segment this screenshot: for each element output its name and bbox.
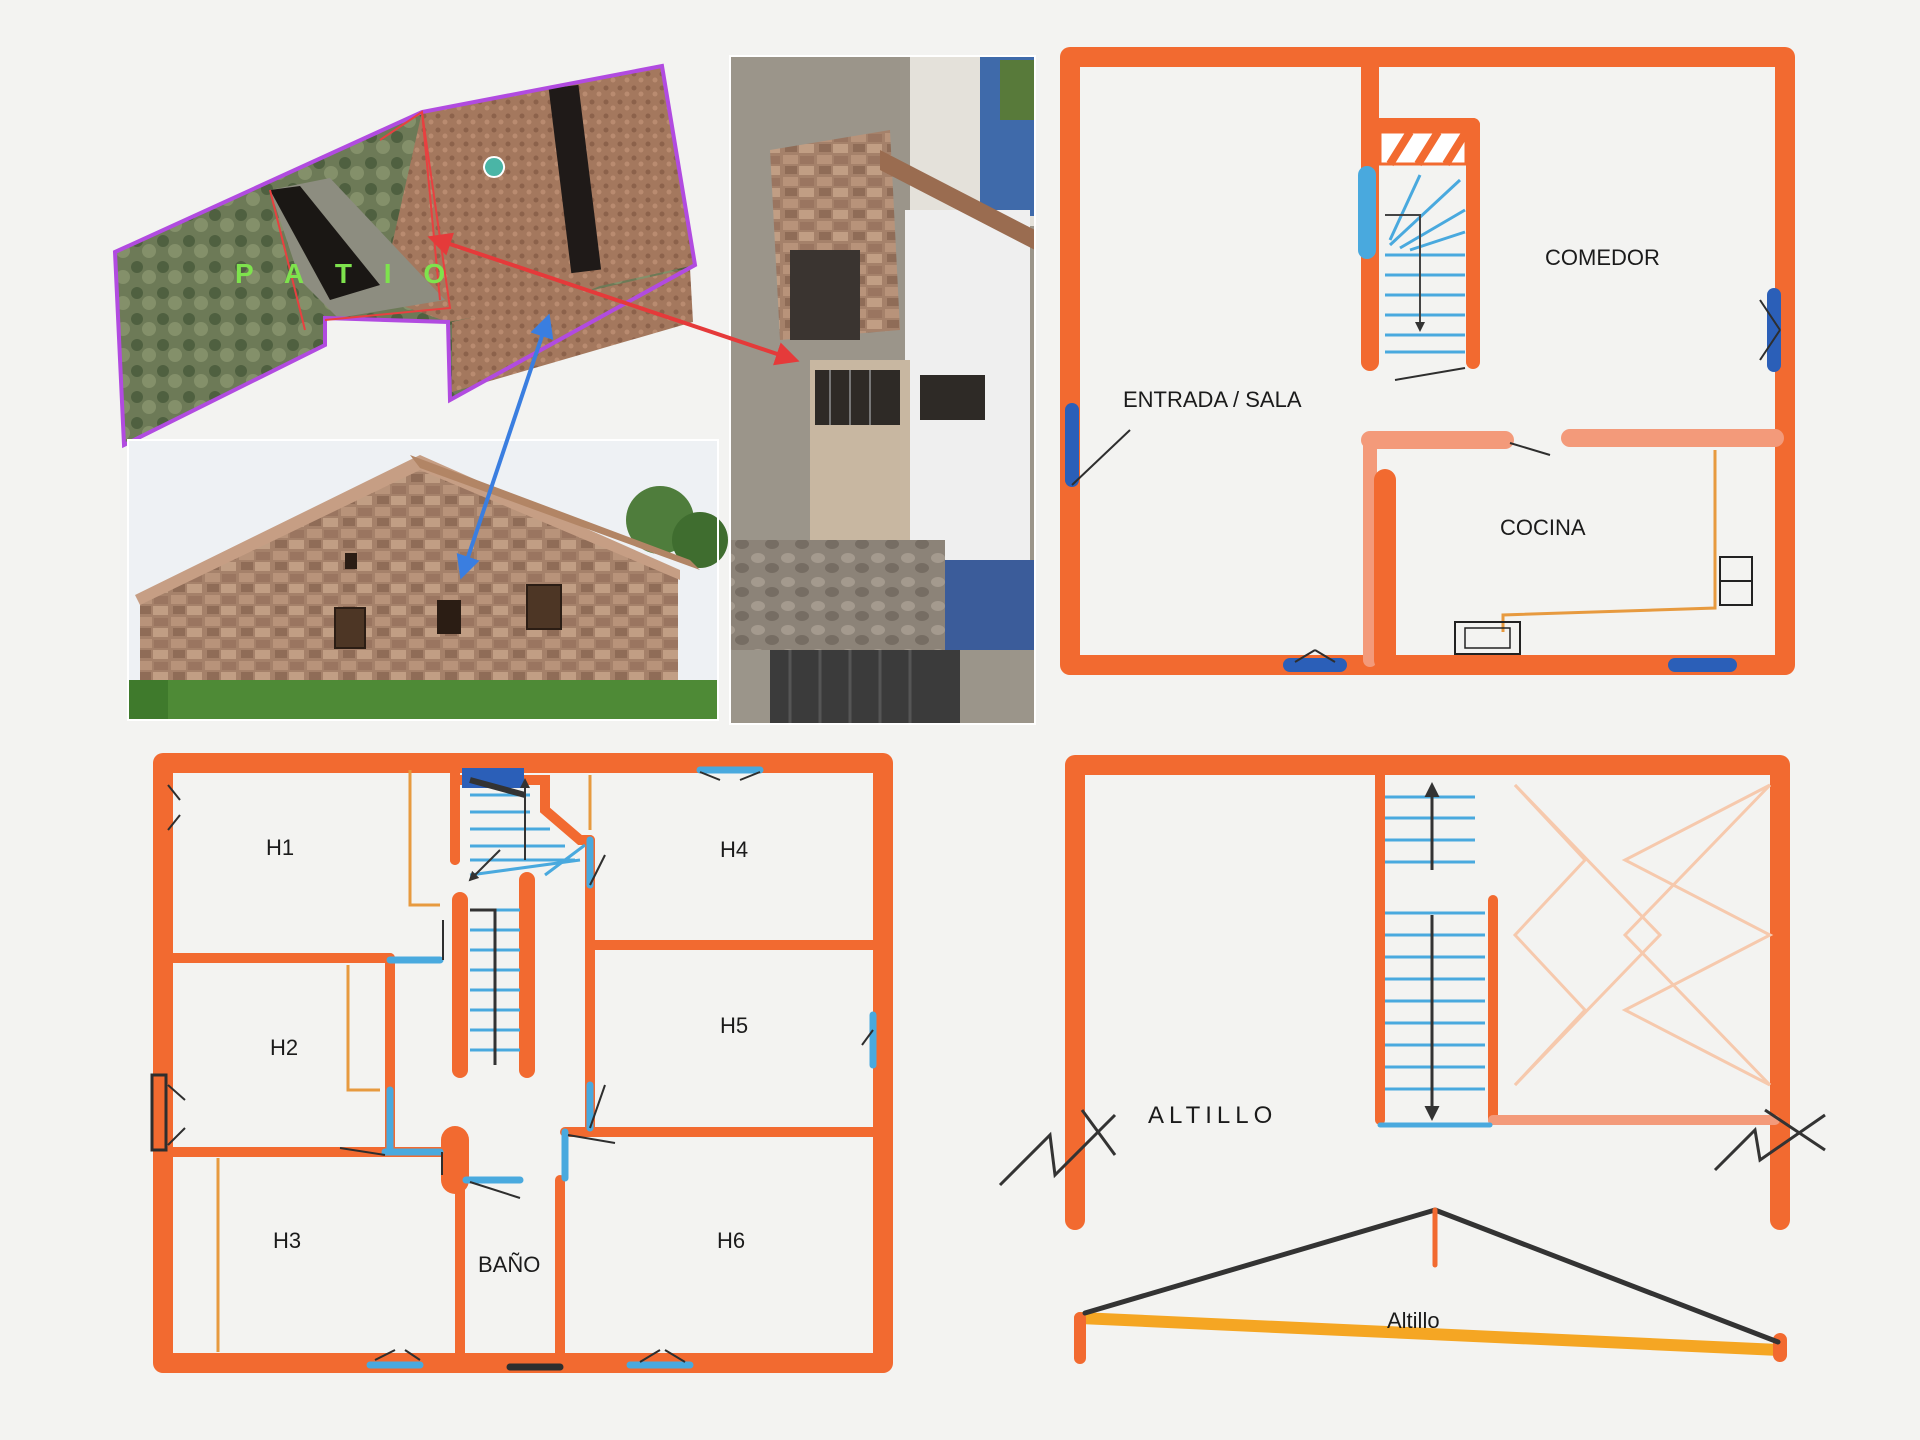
- room-label-entrada: ENTRADA / SALA: [1123, 387, 1302, 412]
- courtyard-photo: [729, 55, 1036, 725]
- room-label-h1: H1: [266, 835, 294, 860]
- parcel-lines: [324, 110, 452, 321]
- patio-label: P A T I O: [235, 258, 457, 289]
- kitchen-furniture: [1454, 450, 1753, 655]
- ground-floor-plan: ENTRADA / SALA COMEDOR COCINA: [1060, 47, 1795, 675]
- ground-openings: [1065, 288, 1781, 672]
- attic-break-marks: [998, 1108, 1826, 1187]
- wardrobes: [216, 770, 592, 1352]
- first-floor-stairs: [462, 768, 586, 1065]
- room-label-h5: H5: [720, 1013, 748, 1038]
- roof-section: Altillo: [1074, 1207, 1787, 1364]
- stair-hatch: [1378, 129, 1470, 167]
- blue-link-arrow: [456, 313, 554, 580]
- room-label-bano: BAÑO: [478, 1252, 540, 1277]
- attic-plan: ALTILLO: [998, 755, 1826, 1230]
- location-pin-icon: [483, 156, 506, 178]
- attic-label: ALTILLO: [1148, 1102, 1277, 1129]
- attic-stairs: [1385, 782, 1485, 1121]
- ground-stairs: [1358, 166, 1466, 381]
- first-floor-openings: [150, 766, 877, 1371]
- room-label-h4: H4: [720, 837, 748, 862]
- room-label-h2: H2: [270, 1035, 298, 1060]
- red-link-arrow: [427, 232, 800, 366]
- first-floor-plan: H1 H2 H3 H4 H5 H6 BAÑO: [150, 753, 893, 1373]
- attic-void-hatch: [1512, 783, 1774, 1087]
- aerial-site-view: P A T I O: [112, 63, 698, 449]
- room-label-comedor: COMEDOR: [1545, 245, 1660, 270]
- facade-photo: [127, 439, 728, 721]
- room-label-h6: H6: [717, 1228, 745, 1253]
- section-label: Altillo: [1387, 1308, 1440, 1333]
- room-label-cocina: COCINA: [1500, 515, 1586, 540]
- room-label-h3: H3: [273, 1228, 301, 1253]
